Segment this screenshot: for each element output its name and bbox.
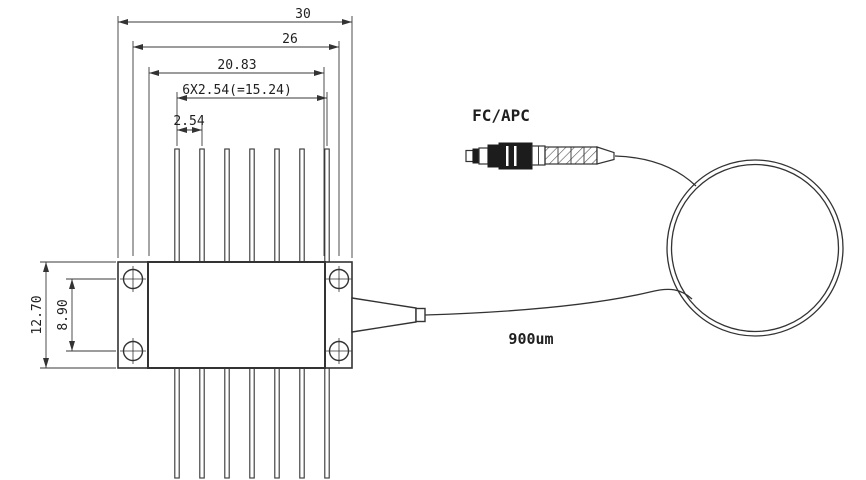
dimension-body-height bbox=[40, 261, 116, 369]
dimension-overall-width bbox=[117, 16, 353, 258]
connector-body-slot bbox=[514, 146, 517, 166]
fiber-loop-inner bbox=[670, 163, 840, 333]
pin bbox=[324, 148, 330, 263]
ferrule-tip bbox=[465, 149, 474, 163]
pin bbox=[224, 148, 230, 263]
body-case bbox=[147, 261, 326, 369]
dim-label-pin-pitch: 2.54 bbox=[173, 114, 204, 129]
dimension-pin-pitch bbox=[177, 124, 203, 146]
pin bbox=[174, 367, 180, 479]
strain-relief-boot bbox=[596, 146, 615, 165]
pin bbox=[299, 367, 305, 479]
dimension-mount-hole-spacing bbox=[66, 278, 116, 352]
pin bbox=[324, 367, 330, 479]
fiber-from-connector bbox=[614, 155, 697, 187]
fiber-from-package bbox=[424, 288, 693, 316]
package-body bbox=[117, 261, 426, 369]
pin bbox=[199, 367, 205, 479]
pin bbox=[224, 367, 230, 479]
fc-apc-connector bbox=[465, 142, 615, 170]
pin bbox=[249, 148, 255, 263]
dim-label-mount-hole-span: 26 bbox=[282, 32, 298, 47]
mounting-hole-bottom-left bbox=[120, 338, 146, 364]
pin bbox=[299, 148, 305, 263]
connector-type-label: FC/APC bbox=[472, 106, 530, 125]
pin bbox=[274, 148, 280, 263]
pin bbox=[249, 367, 255, 479]
pin bbox=[274, 367, 280, 479]
fiber-loop-outer bbox=[666, 159, 844, 337]
mounting-hole-top-left bbox=[120, 266, 146, 292]
fiber-jacket-label: 900um bbox=[508, 330, 553, 348]
dim-label-overall-width: 30 bbox=[295, 7, 311, 22]
fiber-snout bbox=[351, 297, 426, 333]
connector-nut-front bbox=[487, 144, 500, 168]
fiber-pigtail bbox=[424, 155, 844, 337]
ferrule-band bbox=[472, 148, 480, 164]
dim-label-body-width: 20.83 bbox=[217, 58, 256, 73]
pins-bottom bbox=[174, 367, 330, 479]
mounting-hole-bottom-right bbox=[326, 338, 352, 364]
dim-label-mount-hole-spacing: 8.90 bbox=[56, 299, 71, 330]
pin bbox=[174, 148, 180, 263]
crimp-sleeve bbox=[544, 146, 598, 165]
connector-body-slot bbox=[506, 146, 509, 166]
ferrule bbox=[478, 147, 489, 165]
pins-top bbox=[174, 148, 330, 263]
pin bbox=[199, 148, 205, 263]
dim-label-pin-row-span: 6X2.54(=15.24) bbox=[182, 83, 292, 98]
mounting-hole-top-right bbox=[326, 266, 352, 292]
dimension-pin-row-span bbox=[176, 92, 328, 146]
dim-label-body-height: 12.70 bbox=[30, 295, 45, 334]
dimension-mount-hole-span bbox=[132, 41, 340, 256]
